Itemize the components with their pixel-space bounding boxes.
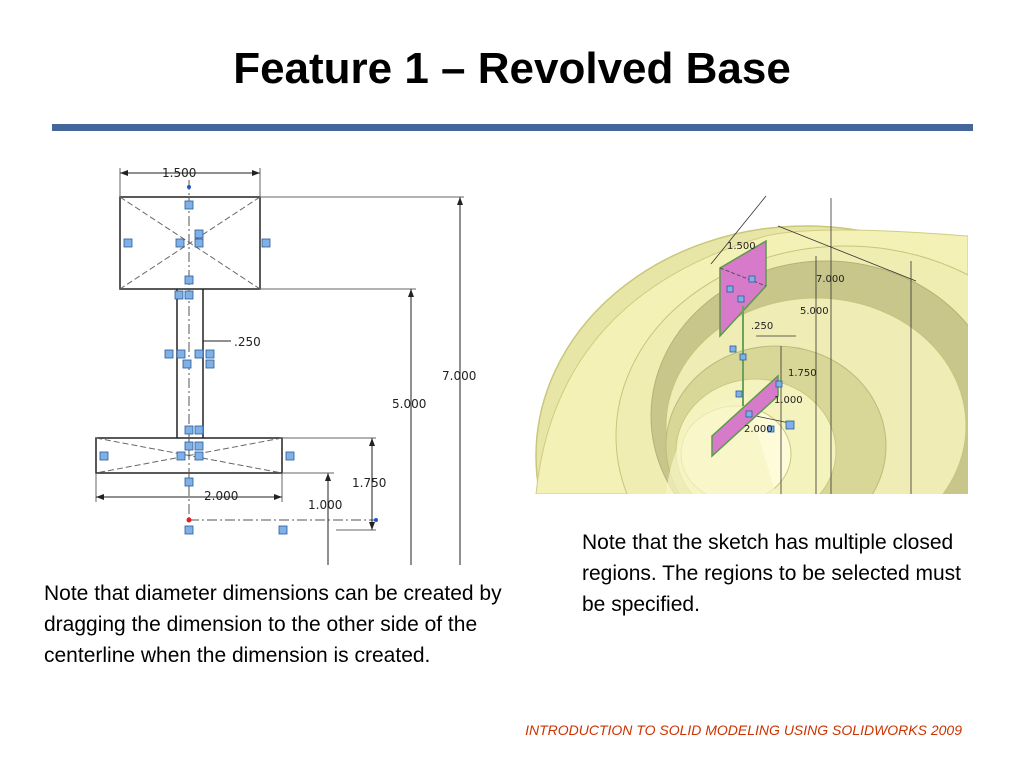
model-dim-height-total: 7.000 — [816, 274, 845, 285]
sketch-relation-icons — [99, 200, 295, 535]
model-dim-neck: .250 — [751, 321, 773, 332]
sketch-dim-height-low: 1.750 — [352, 476, 386, 490]
model-view: 1.500 7.000 5.000 .250 1.750 1.000 2.000 — [535, 195, 968, 494]
note-closed-regions: Note that the sketch has multiple closed… — [582, 531, 961, 616]
slide-title: Feature 1 – Revolved Base — [233, 44, 791, 93]
note-diameter-dimensions: Note that diameter dimensions can be cre… — [44, 582, 502, 667]
sketch-dim-bottom-width: 2.000 — [204, 489, 238, 503]
model-dim-base-offset: 1.000 — [774, 395, 803, 406]
sketch-drawing: 1.500 .250 7.000 5.000 1.750 2.000 1.000 — [95, 166, 476, 565]
title-underline — [52, 124, 973, 131]
model-dim-bottom-width: 2.000 — [744, 424, 773, 435]
sketch-dim-neck: .250 — [234, 335, 261, 349]
sketch-dim-top-width: 1.500 — [162, 166, 196, 180]
model-dim-height-mid: 5.000 — [800, 306, 829, 317]
model-dim-height-low: 1.750 — [788, 368, 817, 379]
sketch-dim-height-total: 7.000 — [442, 369, 476, 383]
model-dim-top-width: 1.500 — [727, 241, 756, 252]
sketch-dim-height-mid: 5.000 — [392, 397, 426, 411]
footer-course-title: INTRODUCTION TO SOLID MODELING USING SOL… — [525, 722, 962, 738]
sketch-dim-base-offset: 1.000 — [308, 498, 342, 512]
model-relation-icons — [726, 275, 795, 433]
